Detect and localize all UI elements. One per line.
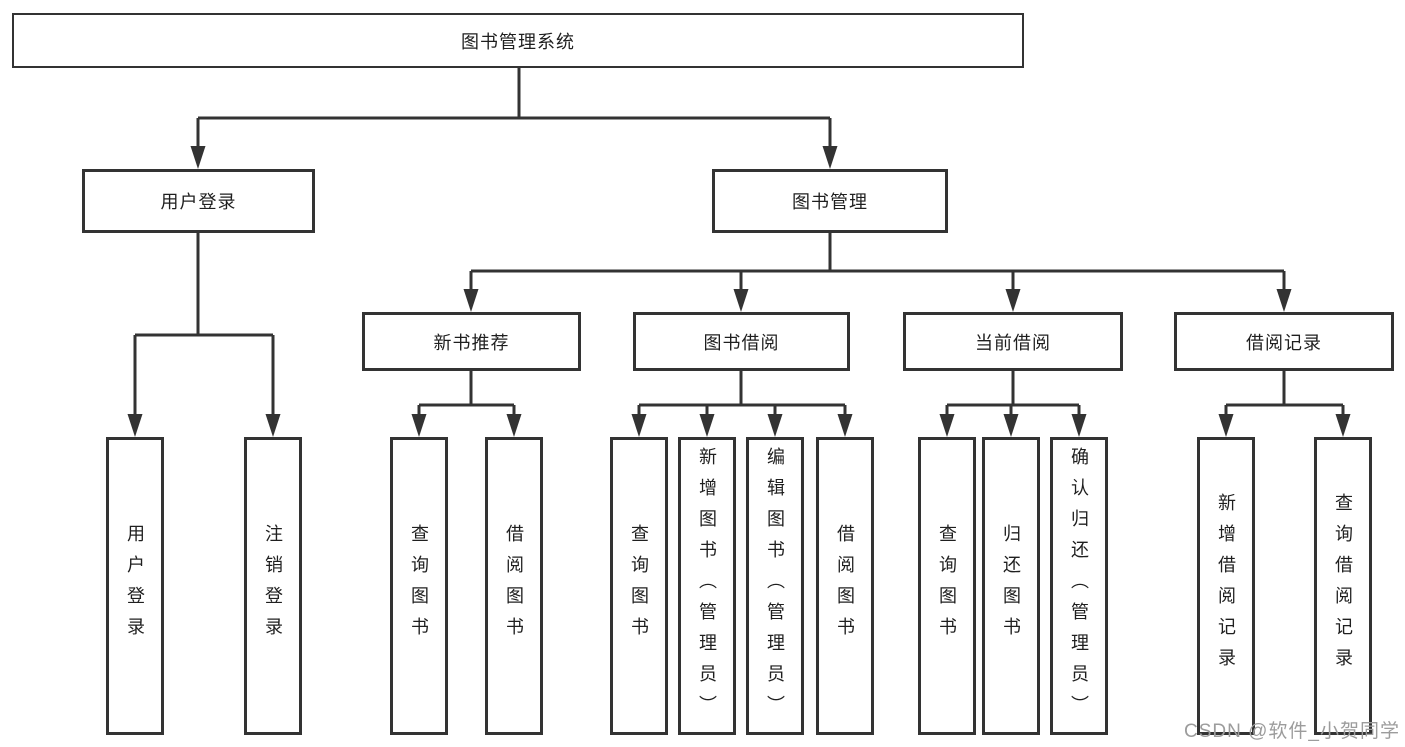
leaf-cb-query-books: 查询图书 bbox=[918, 437, 976, 735]
node-new-book-recommend: 新书推荐 bbox=[362, 312, 581, 371]
leaf-logout: 注销登录 bbox=[244, 437, 302, 735]
leaf-cb-return-books: 归还图书 bbox=[982, 437, 1040, 735]
node-label: 图书管理系统 bbox=[461, 31, 575, 52]
node-label: 编辑图书（管理员） bbox=[765, 446, 785, 726]
node-label: 确认归还（管理员） bbox=[1069, 446, 1089, 726]
watermark-text: CSDN @软件_小贺同学 bbox=[1184, 721, 1400, 742]
leaf-cb-confirm-return-admin: 确认归还（管理员） bbox=[1050, 437, 1108, 735]
node-label: 查询借阅记录 bbox=[1333, 493, 1353, 679]
node-label: 查询图书 bbox=[409, 524, 429, 648]
node-label: 用户登录 bbox=[125, 524, 145, 648]
node-current-borrowing: 当前借阅 bbox=[903, 312, 1123, 371]
node-root: 图书管理系统 bbox=[12, 13, 1024, 68]
node-label: 图书借阅 bbox=[703, 332, 780, 353]
node-label: 注销登录 bbox=[263, 524, 283, 648]
node-label: 新增借阅记录 bbox=[1216, 493, 1236, 679]
leaf-br-add-record: 新增借阅记录 bbox=[1197, 437, 1255, 735]
node-label: 借阅图书 bbox=[835, 524, 855, 648]
node-user-login: 用户登录 bbox=[82, 169, 315, 233]
node-label: 图书管理 bbox=[792, 192, 868, 212]
node-label: 当前借阅 bbox=[975, 332, 1051, 353]
leaf-bb-edit-books-admin: 编辑图书（管理员） bbox=[746, 437, 804, 735]
leaf-br-query-record: 查询借阅记录 bbox=[1314, 437, 1372, 735]
node-label: 查询图书 bbox=[937, 524, 957, 648]
leaf-bb-query-books: 查询图书 bbox=[610, 437, 668, 735]
leaf-user-login: 用户登录 bbox=[106, 437, 164, 735]
arrowheads bbox=[127, 146, 1351, 437]
node-label: 新书推荐 bbox=[433, 332, 510, 353]
leaf-nb-query-books: 查询图书 bbox=[390, 437, 448, 735]
node-label: 新增图书（管理员） bbox=[697, 446, 717, 726]
node-label: 借阅记录 bbox=[1246, 332, 1322, 353]
node-label: 查询图书 bbox=[629, 524, 649, 648]
node-borrowing-records: 借阅记录 bbox=[1174, 312, 1394, 371]
node-label: 借阅图书 bbox=[504, 524, 524, 648]
node-book-management: 图书管理 bbox=[712, 169, 948, 233]
node-label: 归还图书 bbox=[1001, 524, 1021, 648]
node-book-borrowing: 图书借阅 bbox=[633, 312, 850, 371]
leaf-nb-borrow-books: 借阅图书 bbox=[485, 437, 543, 735]
leaf-bb-add-books-admin: 新增图书（管理员） bbox=[678, 437, 736, 735]
connector-paths bbox=[133, 68, 1345, 416]
node-label: 用户登录 bbox=[160, 192, 237, 212]
leaf-bb-borrow-books: 借阅图书 bbox=[816, 437, 874, 735]
